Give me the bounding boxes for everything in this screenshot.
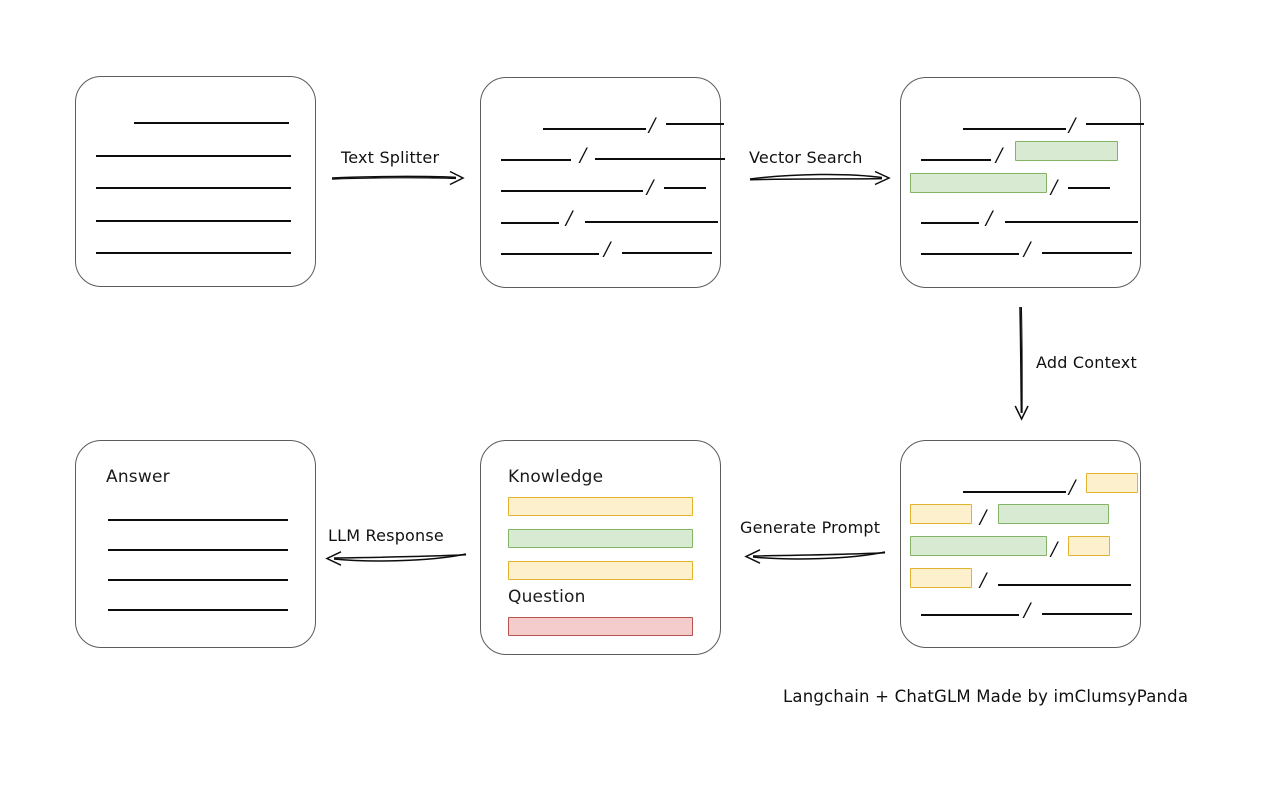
chunk-segment: [622, 252, 712, 254]
chunk-separator: /: [566, 207, 573, 229]
chunk-segment: [998, 584, 1131, 586]
answer-line: [108, 609, 288, 611]
chunk-segment: [501, 190, 643, 192]
edge-label-llm-response: LLM Response: [328, 526, 444, 545]
chunk-separator: /: [1051, 176, 1058, 198]
chunk-highlight-yellow: [1086, 473, 1138, 493]
chunk-separator: /: [980, 569, 987, 591]
chunk-highlight-green: [910, 536, 1047, 556]
edge-label-text-splitter: Text Splitter: [341, 148, 440, 167]
knowledge-label: Knowledge: [508, 467, 604, 487]
chunk-highlight-green: [910, 173, 1047, 193]
node-prompt[interactable]: Knowledge Question: [480, 440, 721, 655]
node-vector-hits[interactable]: / / / / /: [900, 77, 1144, 288]
arrow-llm-response: [325, 551, 467, 566]
chunk-segment: [666, 123, 724, 125]
answer-label: Answer: [106, 467, 170, 487]
chunk-segment: [595, 158, 725, 160]
chunk-segment: [585, 221, 718, 223]
node-source-document[interactable]: [75, 76, 316, 287]
diagram-caption: Langchain + ChatGLM Made by imClumsyPand…: [783, 687, 1189, 706]
chunk-segment: [664, 187, 706, 189]
knowledge-bar: [508, 529, 693, 548]
chunk-separator: /: [1051, 538, 1058, 560]
chunk-segment: [501, 253, 599, 255]
chunk-separator: /: [996, 144, 1003, 166]
chunk-highlight-yellow: [910, 568, 972, 588]
chunk-segment: [921, 222, 979, 224]
chunk-separator: /: [604, 238, 611, 260]
chunk-highlight-green: [1015, 141, 1118, 161]
chunk-separator: /: [1069, 114, 1076, 136]
chunk-segment: [963, 491, 1066, 493]
chunk-segment: [963, 128, 1066, 130]
arrow-add-context: [1014, 306, 1029, 421]
chunk-separator: /: [1024, 238, 1031, 260]
doc-line: [96, 252, 291, 254]
chunk-segment: [1086, 123, 1144, 125]
chunk-segment: [1042, 613, 1132, 615]
chunk-segment: [921, 614, 1019, 616]
chunk-separator: /: [980, 506, 987, 528]
answer-line: [108, 579, 288, 581]
arrow-generate-prompt: [744, 549, 886, 564]
chunk-segment: [1042, 252, 1132, 254]
chunk-segment: [543, 128, 646, 130]
chunk-separator: /: [1024, 599, 1031, 621]
answer-line: [108, 519, 288, 521]
chunk-separator: /: [1069, 476, 1076, 498]
chunk-separator: /: [580, 144, 587, 166]
chunk-highlight-green: [998, 504, 1109, 524]
chunk-separator: /: [647, 176, 654, 198]
node-context-added[interactable]: / / / / /: [900, 440, 1141, 648]
chunk-segment: [1068, 187, 1110, 189]
chunk-highlight-yellow: [1068, 536, 1110, 556]
node-split-chunks[interactable]: / / / / /: [480, 77, 725, 288]
doc-line: [96, 155, 291, 157]
knowledge-bar: [508, 497, 693, 516]
chunk-segment: [501, 159, 571, 161]
edge-label-vector-search: Vector Search: [749, 148, 863, 167]
arrow-text-splitter: [331, 170, 465, 186]
chunk-segment: [921, 159, 991, 161]
chunk-separator: /: [649, 114, 656, 136]
chunk-highlight-yellow: [910, 504, 972, 524]
doc-line: [134, 122, 289, 124]
arrow-vector-search: [749, 170, 891, 186]
doc-line: [96, 220, 291, 222]
doc-line: [96, 187, 291, 189]
question-label: Question: [508, 587, 586, 607]
node-answer[interactable]: Answer: [75, 440, 316, 648]
edge-label-generate-prompt: Generate Prompt: [740, 518, 881, 537]
chunk-segment: [1005, 221, 1138, 223]
chunk-separator: /: [986, 207, 993, 229]
answer-line: [108, 549, 288, 551]
chunk-segment: [501, 222, 559, 224]
edge-label-add-context: Add Context: [1036, 353, 1137, 372]
chunk-segment: [921, 253, 1019, 255]
knowledge-bar: [508, 561, 693, 580]
question-bar: [508, 617, 693, 636]
